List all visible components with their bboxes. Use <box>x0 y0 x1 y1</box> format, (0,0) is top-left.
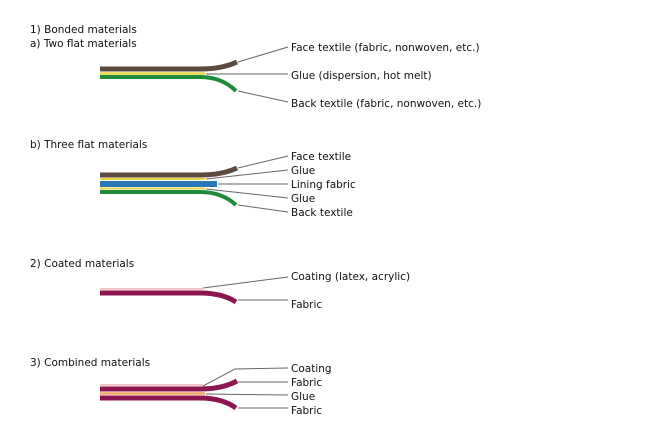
face-textile-layer <box>100 59 239 72</box>
back-textile-layer <box>100 75 238 93</box>
face-textile-layer <box>100 165 239 178</box>
fabric-layer <box>100 290 238 305</box>
label-back-textile: Back textile (fabric, nonwoven, etc.) <box>291 98 481 110</box>
section1b-title: b) Three flat materials <box>30 139 147 151</box>
label-fabric-top: Fabric <box>291 377 322 389</box>
coated-materials-diagram: Coating (latex, acrylic) Fabric <box>100 271 410 311</box>
fabric-layer-bottom <box>100 395 238 411</box>
section1a-title: a) Two flat materials <box>30 38 137 50</box>
three-flat-materials-diagram: Face textile Glue Lining fabric Glue Bac… <box>100 151 356 219</box>
section2-title: 2) Coated materials <box>30 258 134 270</box>
back-textile-layer <box>100 190 238 207</box>
section3-title: 3) Combined materials <box>30 357 150 369</box>
combined-materials-diagram: Coating Fabric Glue Fabric <box>100 363 332 417</box>
label-face-textile: Face textile <box>291 151 351 163</box>
label-fabric: Fabric <box>291 299 322 311</box>
label-coating: Coating <box>291 363 332 375</box>
label-glue: Glue (dispersion, hot melt) <box>291 70 432 82</box>
label-back-textile: Back textile <box>291 207 353 219</box>
fabric-layer-top <box>100 378 239 392</box>
label-fabric-bottom: Fabric <box>291 405 322 417</box>
section1-title: 1) Bonded materials <box>30 24 137 36</box>
two-flat-materials-diagram: Face textile (fabric, nonwoven, etc.) Gl… <box>100 42 481 110</box>
label-glue-bottom: Glue <box>291 193 315 205</box>
label-face-textile: Face textile (fabric, nonwoven, etc.) <box>291 42 480 54</box>
label-glue: Glue <box>291 391 315 403</box>
label-glue-top: Glue <box>291 165 315 177</box>
label-lining-fabric: Lining fabric <box>291 179 356 191</box>
label-coating: Coating (latex, acrylic) <box>291 271 410 283</box>
